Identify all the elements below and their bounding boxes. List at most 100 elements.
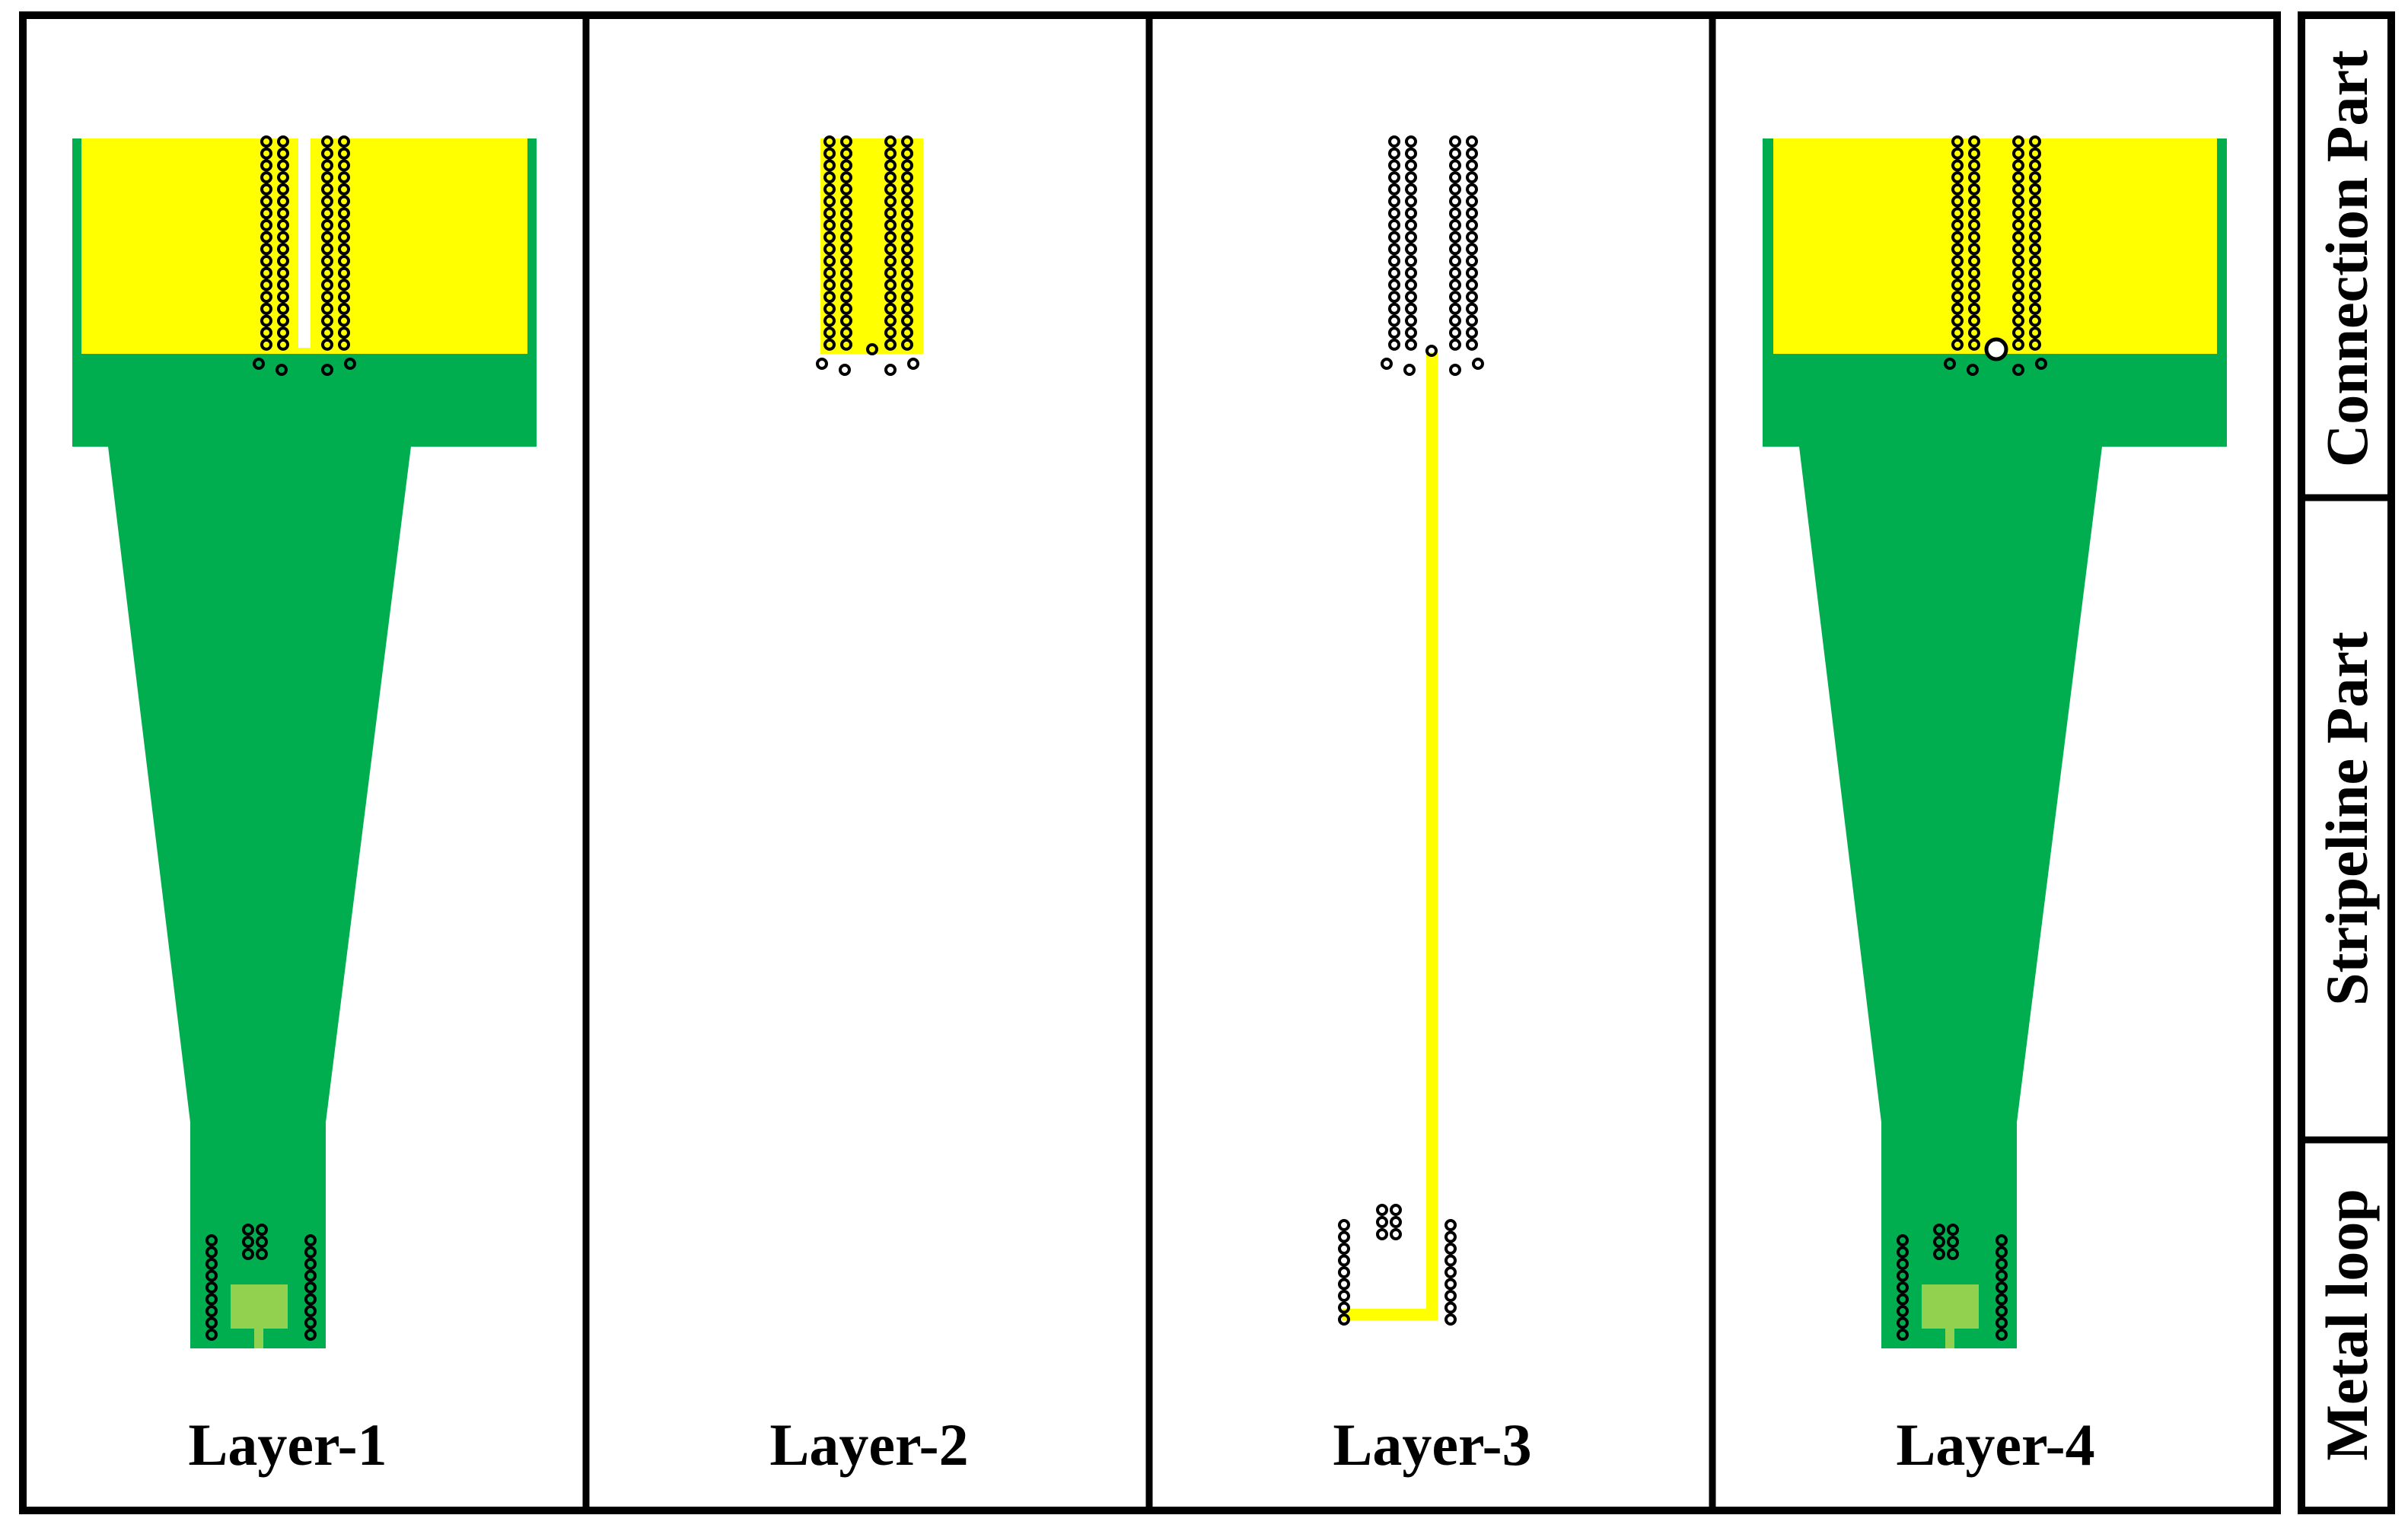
via-icon	[1388, 291, 1400, 304]
via-icon	[321, 255, 333, 267]
via-icon	[256, 1224, 268, 1236]
via-icon	[823, 314, 836, 327]
via-icon	[901, 255, 913, 267]
via-icon	[823, 135, 836, 148]
via-icon	[2029, 302, 2041, 315]
via-icon	[1951, 207, 1964, 220]
via-icon	[277, 231, 289, 243]
via-icon	[1425, 345, 1438, 357]
via-icon	[901, 231, 913, 243]
via-icon	[321, 171, 333, 184]
via-icon	[277, 183, 289, 196]
via-icon	[1338, 1290, 1350, 1302]
via-icon	[321, 231, 333, 243]
via-icon	[1466, 314, 1478, 327]
via-icon	[1405, 159, 1417, 172]
via-icon	[2029, 255, 2041, 267]
via-icon	[884, 135, 897, 148]
via-icon	[1951, 302, 1964, 315]
via-icon	[1466, 243, 1478, 256]
via-icon	[840, 195, 852, 208]
via-icon	[2035, 358, 2047, 370]
via-icon	[1466, 183, 1478, 196]
via-icon	[1388, 302, 1400, 315]
via-icon	[1449, 255, 1461, 267]
via-icon	[321, 266, 333, 279]
via-icon	[884, 183, 897, 196]
via-icon	[277, 266, 289, 279]
via-icon	[1967, 364, 1979, 376]
via-icon	[338, 171, 350, 184]
via-icon	[1944, 358, 1956, 370]
via-icon	[2029, 266, 2041, 279]
via-icon	[1947, 1224, 1959, 1236]
via-icon	[1390, 1216, 1402, 1228]
via-icon	[1388, 159, 1400, 172]
via-icon	[1968, 326, 1980, 339]
via-icon	[2012, 183, 2024, 196]
via-icon	[1338, 1243, 1350, 1255]
via-icon	[260, 243, 272, 256]
via-icon	[2029, 231, 2041, 243]
via-icon	[901, 171, 913, 184]
via-icon	[338, 159, 350, 172]
via-icon	[2012, 231, 2024, 243]
via-icon	[1466, 159, 1478, 172]
via-icon	[884, 279, 897, 291]
via-icon	[260, 147, 272, 160]
layer-2-panel	[816, 135, 923, 376]
via-icon	[2012, 326, 2024, 339]
via-icon	[823, 243, 836, 256]
via-icon	[823, 338, 836, 351]
via-icon	[1338, 1266, 1350, 1278]
via-icon	[1338, 1278, 1350, 1291]
via-icon	[1449, 183, 1461, 196]
via-icon	[1376, 1216, 1388, 1228]
via-icon	[840, 135, 852, 148]
via-icon	[1968, 279, 1980, 291]
via-icon	[2029, 135, 2041, 148]
via-icon	[1951, 243, 1964, 256]
via-icon	[1388, 147, 1400, 160]
via-icon	[1951, 255, 1964, 267]
via-icon	[277, 326, 289, 339]
via-icon	[205, 1234, 218, 1246]
via-icon	[884, 243, 897, 256]
via-icon	[1968, 243, 1980, 256]
layer-2-vias	[816, 135, 919, 376]
via-icon	[907, 358, 919, 370]
via-icon	[823, 207, 836, 220]
via-icon	[2029, 183, 2041, 196]
via-icon	[1444, 1243, 1457, 1255]
via-icon	[1405, 302, 1417, 315]
via-icon	[304, 1329, 317, 1341]
via-icon	[1968, 338, 1980, 351]
via-icon	[1388, 231, 1400, 243]
via-icon	[823, 302, 836, 315]
via-icon	[304, 1258, 317, 1270]
via-icon	[1405, 207, 1417, 220]
via-icon	[2012, 171, 2024, 184]
via-icon	[1381, 358, 1393, 370]
via-icon	[1449, 291, 1461, 304]
via-icon	[884, 314, 897, 327]
via-icon	[840, 171, 852, 184]
via-icon	[277, 135, 289, 148]
via-icon	[1951, 326, 1964, 339]
via-icon	[1388, 279, 1400, 291]
via-icon	[2012, 135, 2024, 148]
layer-3-stripline	[1426, 352, 1438, 1319]
layer-4-panel	[1763, 135, 2227, 1348]
via-icon	[1449, 364, 1461, 376]
via-icon	[277, 195, 289, 208]
via-icon	[1444, 1278, 1457, 1291]
layer-1-vias	[205, 135, 356, 1341]
via-icon	[1968, 266, 1980, 279]
via-icon	[1388, 135, 1400, 148]
via-icon	[260, 314, 272, 327]
via-icon	[1388, 183, 1400, 196]
via-icon	[840, 314, 852, 327]
section-metal-loop-label: Metal loop	[2314, 1189, 2380, 1460]
via-icon	[840, 147, 852, 160]
